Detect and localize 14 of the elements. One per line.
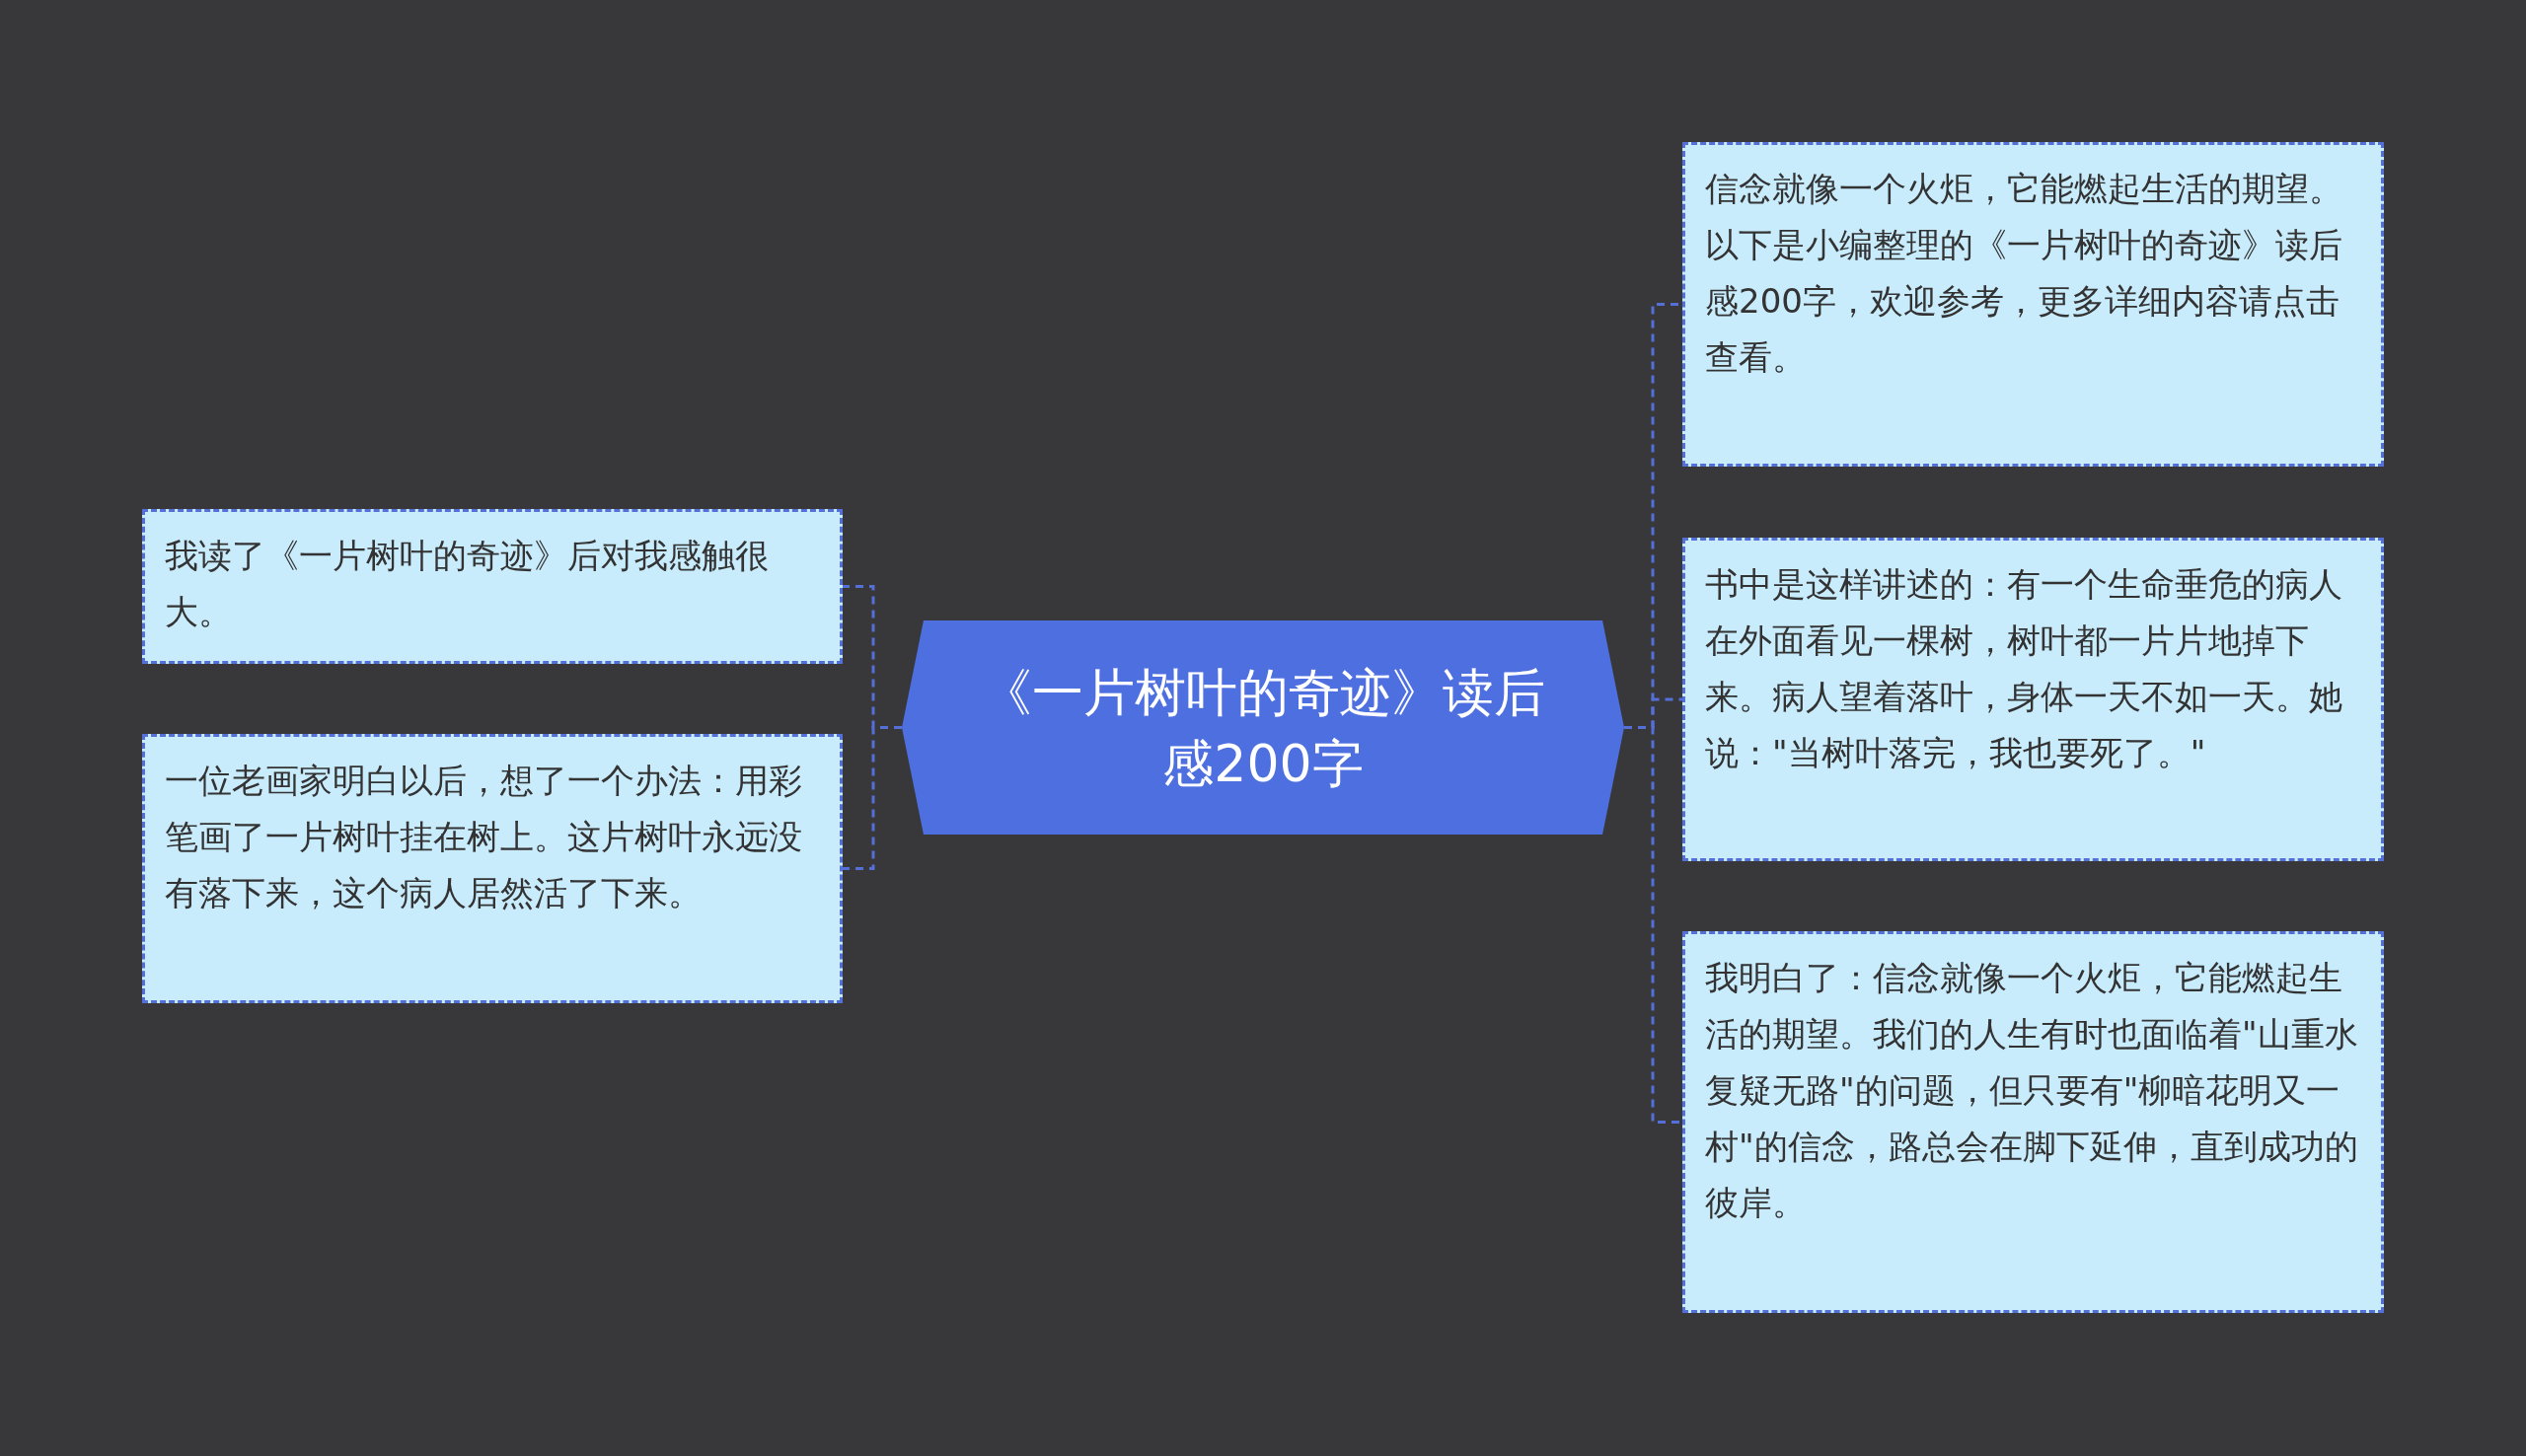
topic-box (142, 509, 843, 664)
topic-box (1682, 931, 2384, 1313)
topic-text: 信念就像一个火炬，它能燃起生活的期望。以下是小编整理的《一片树叶的奇迹》读后感200字，欢迎参考，更多详细内容请点击查看。 (1705, 169, 2342, 377)
topic-box (142, 734, 843, 1003)
topic-text: 一位老画家明白以后，想了一个办法：用彩笔画了一片树叶挂在树上。这片树叶永远没有落下来，这个病人居然活了下来。 (165, 761, 802, 912)
connector-line (843, 726, 902, 870)
topic-text: 我明白了：信念就像一个火炬，它能燃起生活的期望。我们的人生有时也面临着"山重水复疑无路"的问题，但只要有"柳暗花明又一村"的信念，路总会在脚下延伸，直到成功的彼岸。 (1705, 958, 2358, 1222)
topic-box (1682, 142, 2384, 467)
topic-box (1682, 538, 2384, 861)
central-topic-hexagon (902, 620, 1624, 835)
topic-title: 《一片树叶的奇迹》读后感200字 (980, 661, 1546, 795)
connector-line (1624, 726, 1682, 1124)
topic-text: 书中是这样讲述的：有一个生命垂危的病人在外面看见一棵树，树叶都一片片地掉下来。病人望着落叶，身体一天不如一天。她说："当树叶落完，我也要死了。" (1705, 564, 2342, 772)
topic-text: 我读了《一片树叶的奇迹》后对我感触很大。 (165, 536, 769, 631)
